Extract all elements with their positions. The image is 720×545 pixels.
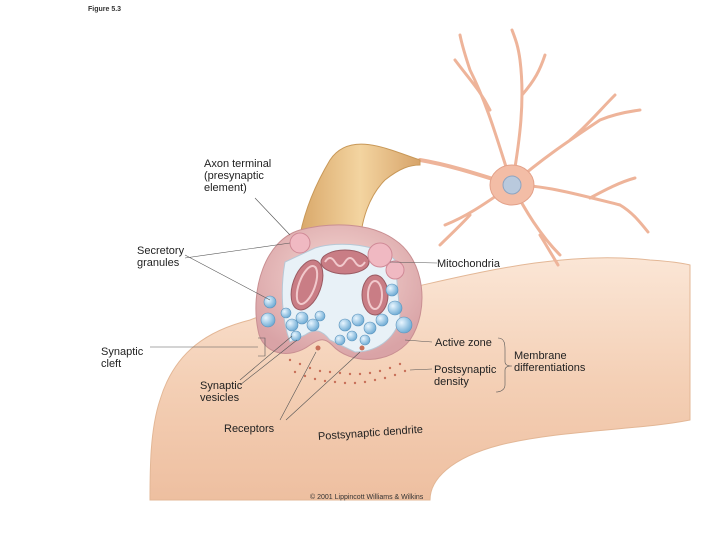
copyright-notice: © 2001 Lippincott Williams & Wilkins bbox=[310, 494, 424, 501]
label-synaptic-vesicles-line1: Synaptic bbox=[200, 380, 243, 392]
label-secretory-granules-line2: granules bbox=[137, 257, 180, 269]
label-synaptic-cleft-line2: cleft bbox=[101, 358, 122, 370]
label-secretory-granules: Secretory granules bbox=[137, 245, 184, 269]
synaptic-vesicles-group bbox=[260, 283, 413, 346]
label-secretory-granules-line1: Secretory bbox=[137, 245, 185, 257]
label-postsynaptic-density-line2: density bbox=[434, 376, 469, 388]
label-synaptic-vesicles: Synaptic vesicles bbox=[200, 380, 242, 404]
label-axon-terminal: Axon terminal (presynaptic element) bbox=[204, 158, 271, 194]
label-membrane-differentiations-line2: differentiations bbox=[514, 362, 586, 374]
label-axon-terminal-line2: (presynaptic bbox=[204, 170, 264, 182]
neuron-cell bbox=[418, 28, 650, 267]
label-synaptic-vesicles-line2: vesicles bbox=[200, 392, 240, 404]
label-receptors: Receptors bbox=[224, 423, 275, 435]
label-axon-terminal-line3: element) bbox=[204, 182, 247, 194]
label-active-zone: Active zone bbox=[435, 337, 492, 349]
label-mitochondria: Mitochondria bbox=[437, 258, 500, 270]
leader-lines bbox=[150, 197, 513, 421]
label-membrane-differentiations-line1: Membrane bbox=[514, 350, 567, 362]
postsynaptic-density-dots bbox=[288, 345, 407, 385]
label-membrane-differentiations: Membrane differentiations bbox=[514, 350, 585, 374]
label-axon-terminal-line1: Axon terminal bbox=[204, 158, 272, 170]
label-postsynaptic-density: Postsynaptic density bbox=[434, 364, 496, 388]
neuron-nucleus bbox=[502, 175, 522, 195]
mitochondria-group bbox=[290, 249, 389, 316]
label-synaptic-cleft: Synaptic cleft bbox=[101, 346, 143, 370]
label-postsynaptic-density-line1: Postsynaptic bbox=[434, 364, 497, 376]
label-synaptic-cleft-line1: Synaptic bbox=[101, 346, 144, 358]
figure-label: Figure 5.3 bbox=[88, 6, 122, 13]
